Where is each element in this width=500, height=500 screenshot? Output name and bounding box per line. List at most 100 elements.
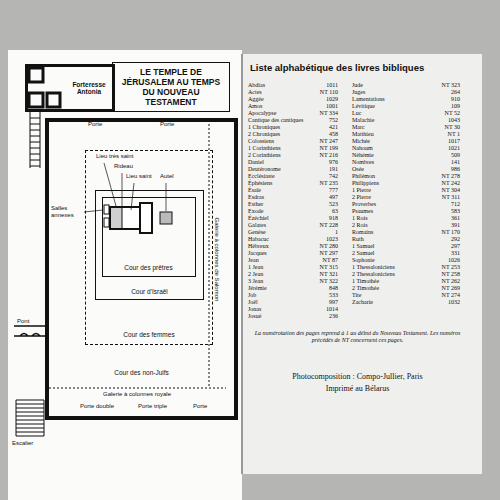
table-cell: Lamentations [352, 96, 385, 103]
table-cell: 141 [420, 159, 460, 166]
table-cell: 1 Chroniques [248, 124, 280, 131]
table-cell: Genèse [248, 229, 266, 236]
table-cell: 2 Pierre [352, 194, 371, 201]
table-cell: 2 Jean [248, 271, 263, 278]
table-cell: 848 [298, 285, 338, 292]
table-cell: 331 [420, 250, 460, 257]
table-cell: 777 [298, 187, 338, 194]
table-cell: Psaumes [352, 208, 373, 215]
table-cell: Malachie [352, 117, 374, 124]
table-cell: 1 Pierre [352, 187, 371, 194]
table-cell: 292 [420, 236, 460, 243]
table-cell: Job [248, 292, 256, 299]
table-cell: 533 [298, 292, 338, 299]
table-cell: NT 278 [420, 173, 460, 180]
table-cell: 361 [420, 215, 460, 222]
table-cell: 109 [420, 103, 460, 110]
table-cell: Marc [352, 124, 365, 131]
table-cell: NT 253 [420, 264, 460, 271]
fortress-box: Forteresse Antonia [25, 64, 115, 112]
table-cell: Exode [248, 208, 263, 215]
node-text: Forteresse Antonia [70, 81, 108, 96]
table-cell: Daniel [248, 159, 264, 166]
table-cell: NT 30 [420, 124, 460, 131]
table-cell: NT 199 [298, 145, 338, 152]
table-cell: Jude [352, 82, 363, 89]
table-cell: NT 274 [420, 292, 460, 299]
tower [29, 68, 43, 82]
table-cell: NT 1 [420, 131, 460, 138]
table-cell: Juges [352, 89, 365, 96]
table-cell: 1029 [298, 96, 338, 103]
table-cell: 421 [298, 124, 338, 131]
table-cell: 497 [298, 194, 338, 201]
table-cell: NT 228 [298, 222, 338, 229]
table-cell: 918 [298, 215, 338, 222]
table-cell: 1014 [298, 306, 338, 313]
table-cell: Ruth [352, 236, 364, 243]
table-cell: Proverbes [352, 201, 376, 208]
table-cell: 1 Timothée [352, 278, 379, 285]
table-cell: 2 Corinthiens [248, 152, 281, 159]
table-cell: NT 304 [420, 187, 460, 194]
table-cell: Romains [352, 229, 373, 236]
curtain [122, 207, 123, 229]
leader-line [84, 210, 103, 212]
table-cell: 1 [298, 229, 338, 236]
table-cell: Aggée [248, 96, 264, 103]
table-cell: NT 87 [298, 257, 338, 264]
table-cell: 712 [420, 201, 460, 208]
node-text: Cour des prêtres [103, 264, 195, 271]
holy-of-holies [111, 208, 122, 228]
table-cell: 523 [298, 201, 338, 208]
table-cell: 1 Rois [352, 215, 368, 222]
part-label: Lieu saint [126, 173, 152, 180]
part-label: Pont [17, 318, 29, 325]
part-label: Autel [160, 173, 174, 180]
table-cell: 910 [420, 96, 460, 103]
table-cell: 1001 [298, 103, 338, 110]
table-cell: 191 [298, 166, 338, 173]
imprint: Imprimé au Bélarus [250, 384, 465, 393]
table-cell: Jonas [248, 306, 261, 313]
table-cell: Nahoum [352, 145, 373, 152]
table-cell: NT 280 [298, 243, 338, 250]
table-cell: Osée [352, 166, 364, 173]
table-cell: 752 [298, 117, 338, 124]
part-label: Rideau [114, 163, 133, 170]
sanctuary [110, 207, 140, 229]
part-label: Lieu très saint [96, 153, 133, 160]
gate-label: Porte [193, 403, 207, 410]
table-cell: Ecclésiaste [248, 173, 275, 180]
table-cell: Cantique des cantiques [248, 117, 303, 124]
bridge [14, 326, 45, 336]
table-cell: Éphésiens [248, 180, 272, 187]
inner-court: Cour des femmesCour d'IsraëlCour des prê… [85, 150, 213, 345]
node-text: Cour des femmes [86, 331, 212, 338]
part-label: Escalier [12, 440, 33, 447]
table-cell: 1043 [420, 117, 460, 124]
table-cell: 2 Samuel [352, 250, 375, 257]
annex-room [104, 218, 109, 227]
table-cell: Jérémie [248, 285, 267, 292]
altar [160, 212, 172, 224]
table-cell: 264 [420, 89, 460, 96]
table-cell: 458 [298, 131, 338, 138]
gate-label: Porte [160, 121, 174, 128]
table-cell: 509 [420, 152, 460, 159]
table-cell: 1 Corinthiens [248, 145, 281, 152]
tower [29, 93, 43, 107]
table-cell: Ézéchiel [248, 215, 269, 222]
table-cell: Habacuc [248, 236, 269, 243]
table-cell: 236 [298, 313, 338, 320]
table-cell: Matthieu [352, 131, 374, 138]
table-cell: Sophonie [352, 257, 375, 264]
table-cell: NT 247 [298, 138, 338, 145]
table-cell: NT 321 [298, 271, 338, 278]
table-cell: NT 110 [298, 89, 338, 96]
table-cell: NT 170 [420, 229, 460, 236]
table-cell: 3 Jean [248, 278, 263, 285]
table-cell: 2 Rois [352, 222, 368, 229]
table-cell: Luc [352, 110, 361, 117]
